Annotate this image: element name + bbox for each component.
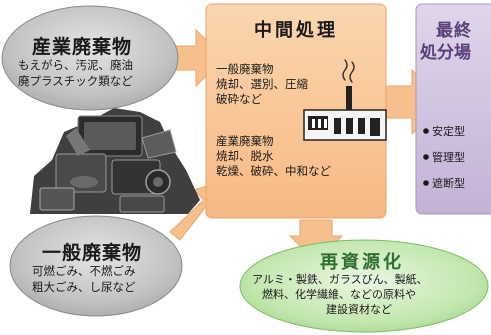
smoke-icon (342, 59, 355, 83)
recycling-line-2: 燃料、化学繊維、などの原料や (262, 288, 416, 301)
industrial-waste-ellipse (1, 5, 179, 111)
final-type-stable: 安定型 (432, 125, 465, 138)
general-waste-title: 一般廃棄物 (42, 242, 143, 264)
bullet-icon (423, 128, 429, 134)
process-general-label: 一般廃棄物 (216, 62, 274, 76)
process-industrial-label: 産業廃棄物 (216, 134, 274, 148)
process-general-line-2: 破砕など (216, 92, 262, 106)
general-waste-ellipse (9, 215, 183, 317)
process-industrial-line-1: 焼却、脱水 (216, 149, 274, 163)
waste-pile-illustration (30, 108, 200, 214)
final-type-managed: 管理型 (432, 151, 465, 164)
final-disposal-title-line-1: 最終 (436, 21, 472, 41)
process-general-line-1: 焼却、選別、圧縮 (216, 77, 308, 91)
recycling-ellipse (239, 239, 489, 333)
recycling-title: 再資源化 (320, 252, 404, 273)
final-disposal-box (415, 3, 491, 215)
industrial-waste-title: 産業廃棄物 (32, 36, 133, 58)
factory-icon (303, 86, 387, 141)
final-disposal-title-line-2: 処分場 (420, 43, 471, 63)
bullet-icon (423, 154, 429, 160)
process-industrial-line-2: 乾燥、破砕、中和など (216, 164, 331, 178)
general-waste-line-2: 粗大ごみ、し尿など (32, 280, 136, 294)
intermediate-process-title: 中間処理 (254, 20, 338, 41)
bullet-icon (423, 180, 429, 186)
final-type-isolated: 遮断型 (432, 177, 465, 190)
recycling-line-1: アルミ・製鉄、ガラスびん、製紙、 (252, 273, 428, 286)
recycling-line-3: 建設資材など (326, 303, 392, 316)
industrial-waste-line-1: もえがら、汚泥、廃油 (18, 58, 133, 72)
general-waste-line-1: 可燃ごみ、不燃ごみ (32, 264, 136, 278)
industrial-waste-line-2: 廃プラスチック類など (18, 74, 133, 88)
